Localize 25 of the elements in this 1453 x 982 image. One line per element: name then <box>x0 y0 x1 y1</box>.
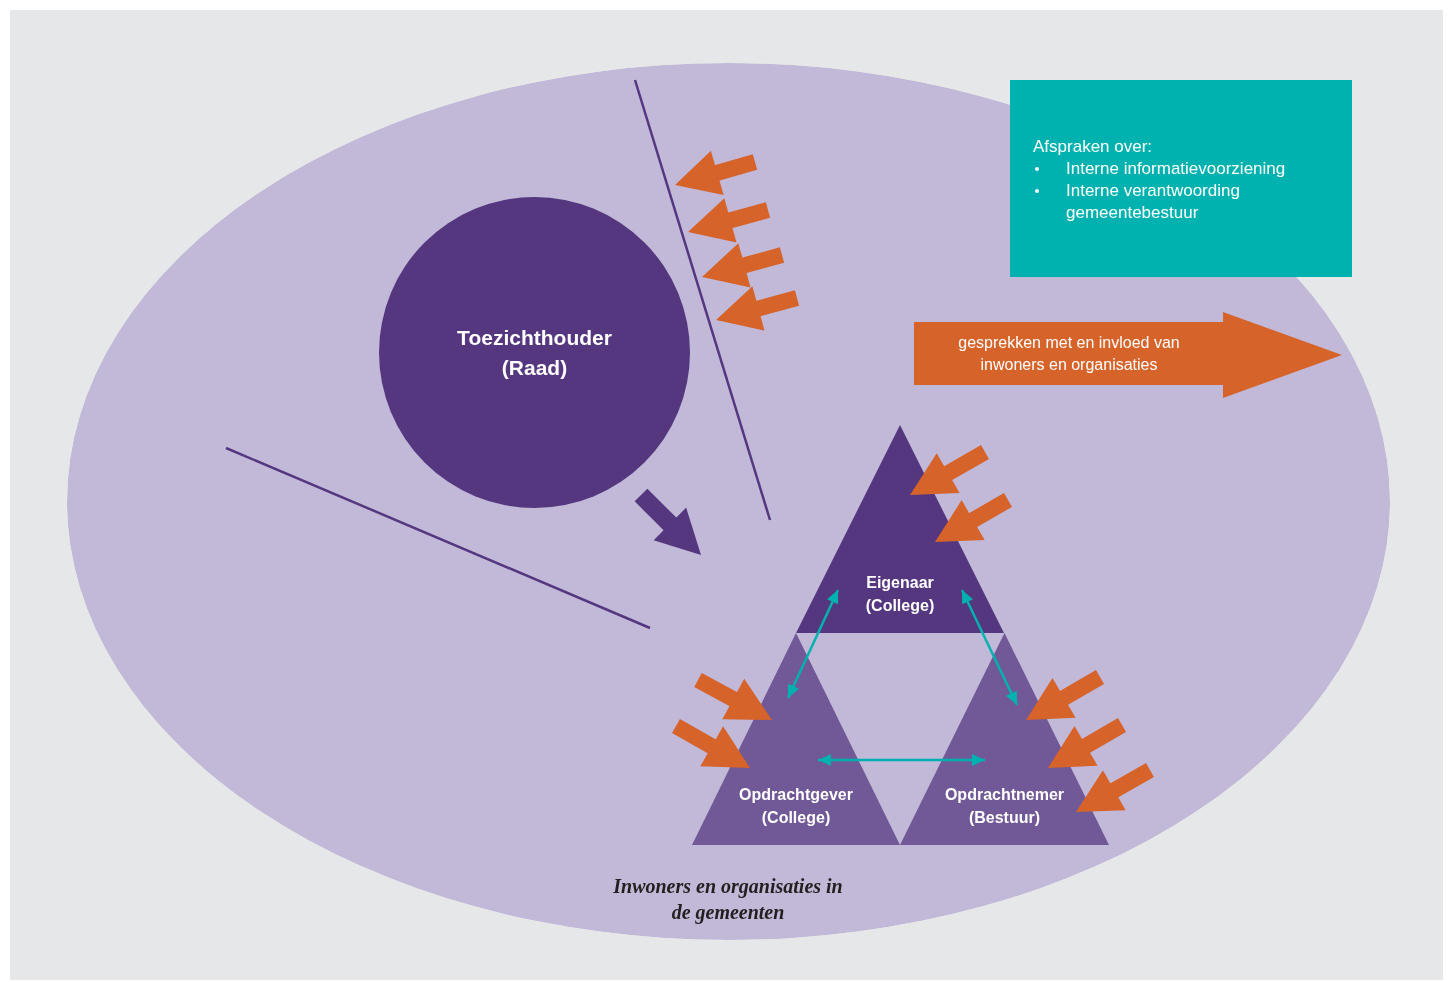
block-arrow <box>1026 670 1105 720</box>
bullet-item: Interne verantwoording gemeentebestuur <box>1066 180 1241 224</box>
block-arrow <box>694 672 772 720</box>
population-ellipse <box>67 63 1390 940</box>
pointer-banner <box>914 312 1342 398</box>
info-panel <box>1010 80 1352 277</box>
double-arrow <box>960 589 1019 706</box>
block-arrow <box>1048 718 1127 768</box>
role-triangle <box>900 633 1109 845</box>
double-arrow <box>786 589 840 699</box>
block-arrow <box>935 493 1012 542</box>
role-triangle <box>692 633 900 845</box>
block-arrow <box>910 445 989 495</box>
role-label: Opdrachtnemer (Bestuur) <box>943 785 1066 828</box>
role-label: Opdrachtgever (College) <box>738 785 854 828</box>
double-arrow <box>818 754 985 766</box>
block-arrow <box>672 719 750 768</box>
block-arrow <box>1076 763 1154 812</box>
ellipse-caption: Inwoners en organisaties in de gemeenten <box>612 874 844 925</box>
role-label: Eigenaar (College) <box>864 573 936 616</box>
role-triangle <box>796 425 1004 633</box>
circle-label: Toezichthouder (Raad) <box>456 324 613 381</box>
arrow-label: gesprekken met en invloed van inwoners en organisaties <box>957 333 1181 375</box>
bullet-item: Interne informatievoorziening <box>1066 158 1287 180</box>
panel-heading: Afspraken over: <box>1033 136 1154 158</box>
